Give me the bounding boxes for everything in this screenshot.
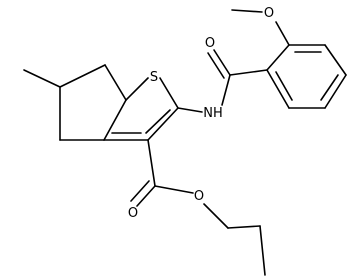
bond — [221, 74, 231, 106]
methoxy-oxygen-label: O — [264, 6, 274, 21]
ester-alkoxy-oxygen-label: O — [194, 189, 204, 204]
bond — [213, 49, 231, 76]
bond — [229, 69, 268, 76]
bond — [203, 203, 229, 229]
amide-nitrogen-label: NH — [203, 106, 223, 121]
ester-carbonyl-oxygen-label: O — [128, 206, 138, 221]
bond — [320, 74, 339, 101]
bond — [259, 225, 266, 276]
bond — [136, 185, 156, 207]
bond — [324, 74, 347, 109]
bond — [125, 77, 149, 101]
bond-lines — [23, 9, 347, 276]
sulfur-atom-label: S — [150, 70, 158, 85]
bond — [275, 21, 290, 46]
bond — [231, 9, 263, 13]
bond — [177, 107, 203, 113]
bond — [266, 44, 290, 71]
bond — [145, 109, 171, 134]
bond — [103, 99, 127, 141]
bond — [159, 77, 179, 109]
bond — [147, 107, 179, 141]
atom-labels: S NH O O O O — [128, 6, 274, 221]
bond — [104, 64, 127, 101]
bond — [324, 44, 347, 76]
bond — [266, 69, 290, 109]
bond — [275, 71, 293, 101]
bond — [130, 180, 150, 202]
bond — [147, 139, 156, 187]
amide-oxygen-label: O — [205, 36, 215, 51]
bond — [227, 225, 261, 229]
bond — [23, 69, 61, 88]
bond — [154, 185, 194, 194]
bond — [207, 52, 225, 79]
bond — [59, 64, 106, 88]
